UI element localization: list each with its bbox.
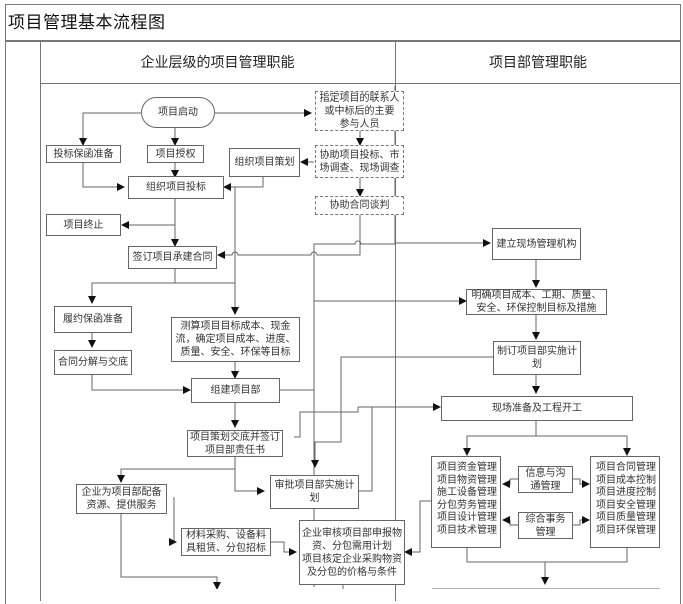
node-info-comm: 信息与沟 通管理 (518, 466, 573, 493)
node-build-project-dept: 组建项目部 (191, 378, 280, 403)
column-header-enterprise: 企业层级的项目管理职能 (140, 55, 295, 71)
flow-connectors (79, 86, 660, 589)
node-bid-bond: 投标保函准备 (46, 145, 121, 163)
node-mgmt-right: 项目合同管理 项目成本控制 项目进度控制 项目安全管理 项目质量管理 项目环保管… (590, 456, 660, 548)
node-assist-bid: 协助项目投标、市 场调查、现场调查 (315, 145, 404, 178)
edge-affairs-right (573, 516, 590, 526)
edge-negotiate-sign (217, 215, 361, 259)
node-authorize: 项目授权 (147, 145, 204, 163)
edge-approve-right (359, 407, 373, 492)
diagram-frame (5, 4, 681, 604)
edge-makeplan-approve (311, 356, 493, 468)
node-contract-decompose: 合同分解与交底 (54, 350, 132, 375)
node-org-plan: 组织项目策划 (229, 148, 300, 177)
node-brief-and-sign: 项目策划交底并签订 项目部责任书 (187, 430, 283, 457)
edge-assign-siteorg (394, 86, 491, 247)
node-assign-contact: 指定项目的联系人 或中标后的主要 参与人员 (315, 91, 404, 131)
edge-procurement-review (270, 541, 297, 556)
node-project-start: 项目启动 (141, 97, 215, 128)
column-header-project-dept: 项目部管理职能 (489, 55, 587, 71)
edge-brief-approve (234, 469, 265, 495)
edge-sign-perfbond (88, 268, 176, 304)
node-make-plan: 制订项目部实施计划 (493, 341, 581, 375)
edge-bidbond-orgbid (82, 163, 125, 191)
edge-info-right (573, 478, 590, 488)
edge-start-bidbond (79, 112, 141, 146)
node-sign-contract: 签订项目承建合同 (128, 246, 217, 269)
title-divider (5, 40, 681, 42)
edge-brief-resources (117, 457, 236, 483)
edge-siteprep-mgmtright (536, 435, 631, 456)
edge-resources-bottom (120, 514, 221, 589)
column-divider (395, 41, 396, 601)
edge-resources-procurement (169, 497, 177, 546)
edge-brief-siteprep (294, 403, 441, 438)
node-procurement: 材料采购、设备料 具租赁、分包招标 (181, 528, 271, 556)
edge-orgplan-orgbid (223, 177, 264, 191)
header-divider (40, 83, 681, 84)
edge-affairs-left (502, 516, 518, 526)
node-site-org: 建立现场管理机构 (492, 228, 581, 260)
node-general-affairs: 综合事务 管理 (518, 512, 573, 539)
node-terminate: 项目终止 (46, 214, 121, 236)
node-org-bid: 组织项目投标 (128, 176, 224, 199)
node-define-targets: 明确项目成本、工期、质量、 安全、环保控制目标及措施 (466, 289, 607, 315)
edge-info-left (502, 478, 518, 488)
edge-sign-targets (313, 240, 395, 587)
diagram-title: 项目管理基本流程图 (8, 13, 166, 33)
edge-mgmt-bottom (466, 548, 628, 563)
edge-build-targets (279, 297, 467, 391)
node-estimate-targets: 测算项目目标成本、现金 流，确定项目成本、进度、 质量、安全、环保等目标 (171, 317, 300, 362)
lane-label-divider (40, 41, 41, 601)
node-mgmt-left: 项目资金管理 项目物资管理 施工设备管理 分包劳务管理 项目设计管理 项目技术管… (431, 456, 501, 548)
edge-siteprep-mgmt (463, 421, 537, 456)
node-assist-negotiate: 协助合同谈判 (315, 196, 404, 215)
node-enterprise-review: 企业审核项目部申报物 资、分包需用计划 项目核定企业采购物资 及分包的价格与条件 (299, 520, 405, 585)
edge-mgmtleft-review (404, 500, 431, 556)
node-site-prep: 现场准备及工程开工 (441, 396, 633, 421)
node-provide-resources: 企业为项目部配备 资源、提供服务 (76, 484, 167, 514)
node-perf-bond: 履约保函准备 (54, 306, 132, 333)
node-approve-plan: 审批项目部实施计划 (270, 475, 359, 509)
